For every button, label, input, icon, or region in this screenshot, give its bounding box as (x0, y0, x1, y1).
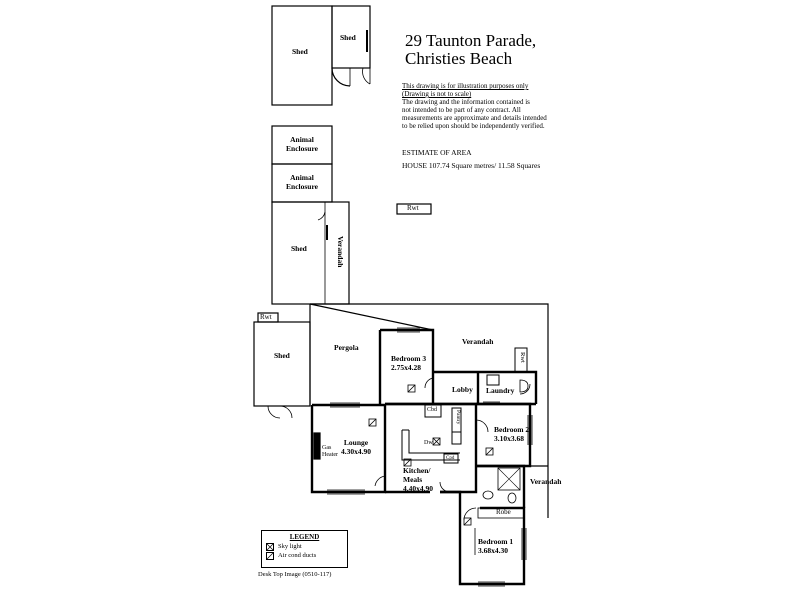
animal-2-line-2: Enclosure (286, 182, 318, 191)
label-gas-heater: Gas Heater (322, 445, 338, 459)
label-pergola: Pergola (334, 343, 359, 352)
air-cond-duct-symbol (403, 458, 412, 467)
bedroom-3-size: 2.75x4.28 (391, 363, 421, 372)
area-heading: ESTIMATE OF AREA (402, 148, 472, 157)
area-house: HOUSE 107.74 Square metres/ 11.58 Square… (402, 161, 541, 170)
label-bedroom-1: Bedroom 1 3.68x4.30 (478, 537, 513, 555)
shed-top-right-outline (331, 5, 371, 69)
sky-light-symbol (407, 384, 416, 393)
label-shed-middle: Shed (291, 244, 307, 253)
label-cpd: Cpd (446, 456, 455, 461)
label-bedroom-2: Bedroom 2 3.10x3.68 (494, 425, 529, 443)
label-rwt-right: Rwt (519, 352, 526, 363)
lounge-size: 4.30x4.90 (341, 447, 371, 456)
label-robe: Robe (496, 508, 511, 516)
legend-row-air-cond: Air cond ducts (266, 551, 343, 560)
label-verandah-right: Verandah (530, 477, 562, 486)
disclaimer-body-4: to be relied upon should be independentl… (402, 122, 545, 130)
label-lobby: Lobby (452, 385, 473, 394)
sky-light-symbol (432, 437, 441, 446)
air-cond-duct-icon (266, 551, 274, 560)
label-shed-top-right: Shed (340, 33, 356, 42)
label-shed-top-left: Shed (292, 47, 308, 56)
label-verandah-top: Verandah (462, 337, 494, 346)
air-cond-duct-symbol (485, 447, 494, 456)
disclaimer-body-1: The drawing and the information containe… (402, 98, 530, 106)
legend-title: LEGEND (289, 533, 320, 541)
label-animal-enclosure-1: Animal Enclosure (276, 135, 328, 153)
animal-1-line-2: Enclosure (286, 144, 318, 153)
label-rwt-top: Rwt (407, 204, 419, 212)
label-bedroom-3: Bedroom 3 2.75x4.28 (391, 354, 426, 372)
gas-heater-line-2: Heater (322, 452, 338, 458)
label-verandah-middle: Verandah (336, 236, 345, 268)
label-lounge: Lounge 4.30x4.90 (334, 438, 378, 456)
label-rwt-left: Rwt (260, 313, 272, 321)
disclaimer-line-1: This drawing is for illustration purpose… (402, 82, 529, 90)
label-animal-enclosure-2: Animal Enclosure (276, 173, 328, 191)
disclaimer-line-2: (Drawing is not to scale) (402, 90, 472, 98)
legend-air-cond-label: Air cond ducts (278, 552, 317, 559)
label-cbd: Cbd (427, 407, 438, 413)
kitchen-line-3: 4.40x4.90 (403, 484, 433, 493)
bedroom-2-name: Bedroom 2 (494, 425, 530, 434)
kitchen-line-2: Meals (403, 475, 423, 484)
animal-2-line-1: Animal (290, 173, 314, 182)
disclaimer-body-2: not intended to be part of any contract.… (402, 106, 521, 114)
label-dw: Dw (424, 440, 433, 446)
shed-door-swing (331, 67, 351, 87)
label-kitchen-meals: Kitchen/ Meals 4.40x4.90 (403, 466, 439, 493)
label-shed-left: Shed (274, 351, 290, 360)
animal-1-line-1: Animal (290, 135, 314, 144)
legend-row-sky-light: Sky light (266, 542, 343, 551)
disclaimer-body-3: measurements are approximate and details… (402, 114, 547, 122)
air-cond-duct-symbol (463, 517, 472, 526)
gas-heater-line-1: Gas (322, 445, 332, 451)
label-pantry: Pantry (455, 410, 461, 425)
bedroom-3-name: Bedroom 3 (391, 354, 427, 363)
address-line-2: Christies Beach (405, 49, 513, 68)
bedroom-1-size: 3.68x4.30 (478, 546, 508, 555)
legend-sky-light-label: Sky light (278, 543, 302, 550)
legend-box: LEGEND Sky light Air cond ducts (261, 530, 348, 568)
sky-light-icon (266, 542, 274, 551)
label-laundry: Laundry (486, 386, 515, 395)
shed-left-outline (253, 321, 311, 407)
kitchen-line-1: Kitchen/ (403, 466, 431, 475)
air-cond-duct-symbol (368, 418, 377, 427)
bedroom-2-size: 3.10x3.68 (494, 434, 524, 443)
footer-image-code: Desk Top Image (0510-117) (258, 571, 332, 578)
rwt-top-outline (396, 203, 432, 215)
lounge-name: Lounge (343, 438, 369, 447)
address-line-1: 29 Taunton Parade, (405, 31, 537, 50)
bedroom-1-name: Bedroom 1 (478, 537, 514, 546)
